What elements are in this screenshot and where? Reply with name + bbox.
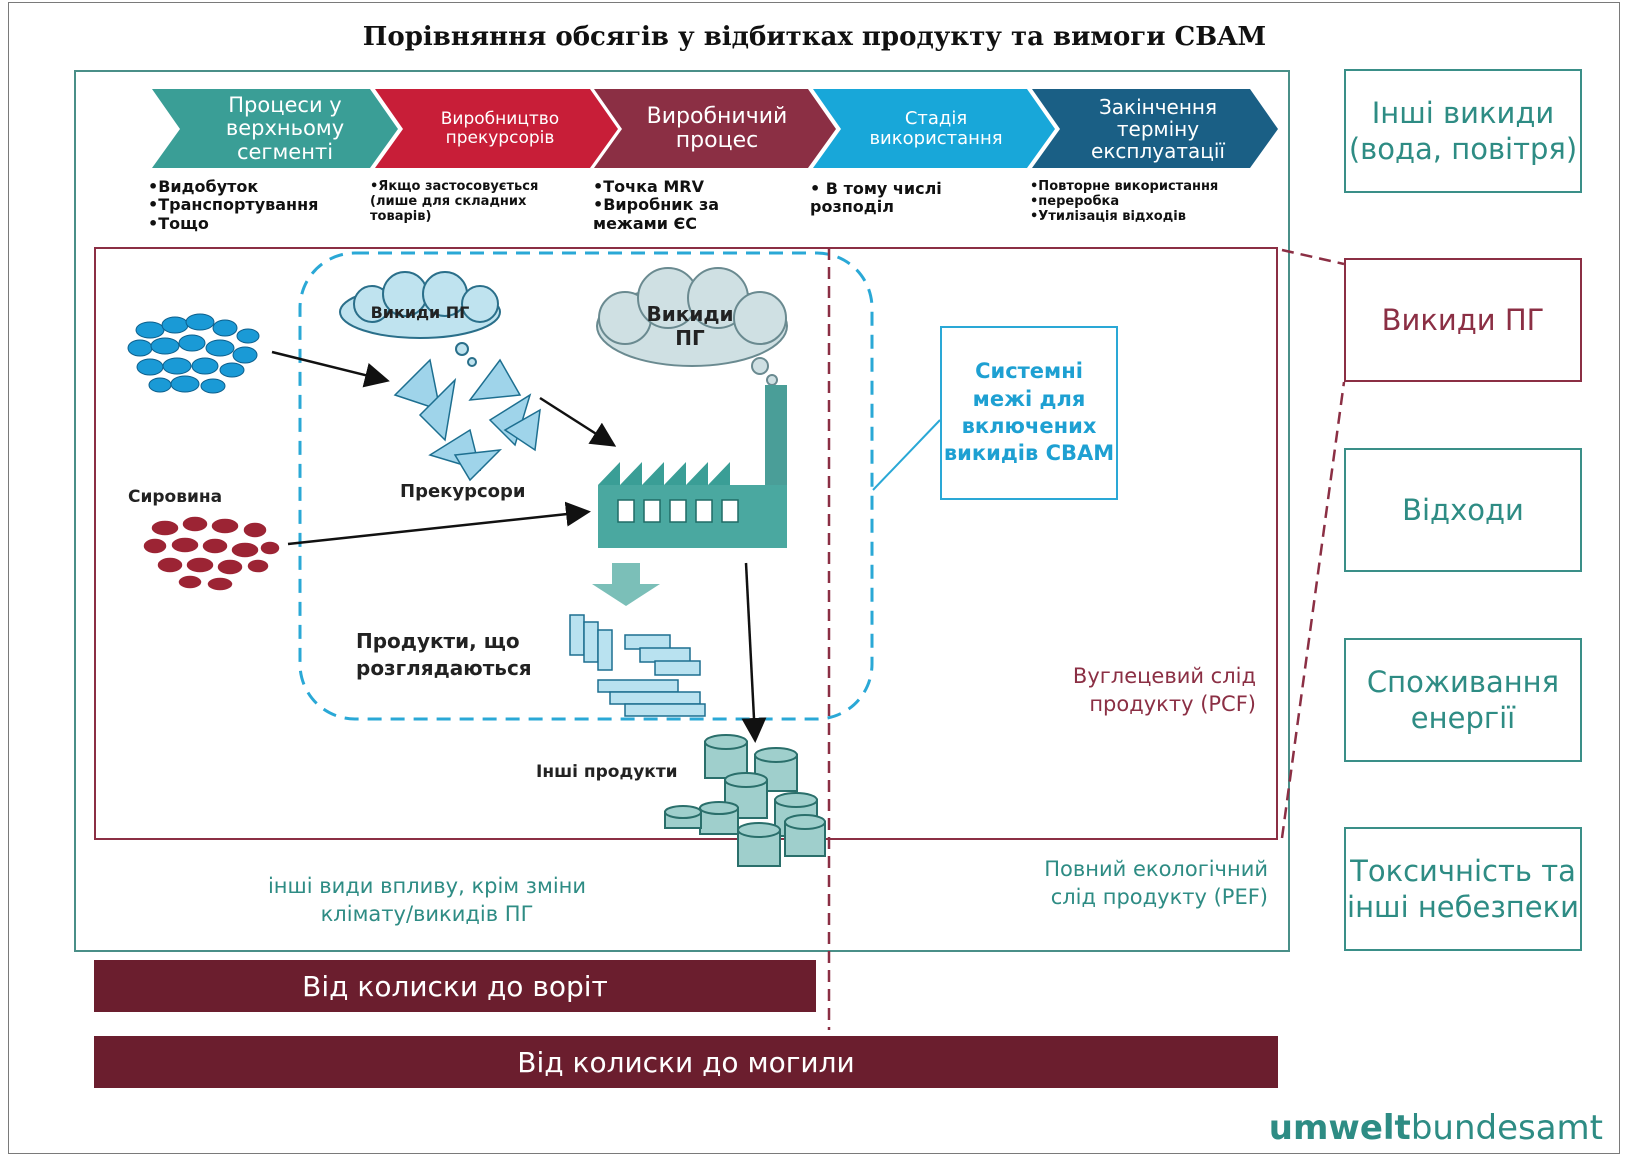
cbam-connector <box>872 419 941 491</box>
stage-bullets-use: • В тому числі розподіл <box>810 179 942 217</box>
arrow-precursor-to-factory <box>539 396 617 447</box>
precursors-label: Прекурсори <box>400 481 526 502</box>
pcf-label: Вуглецевий слід продукту (PCF) <box>1072 664 1256 717</box>
stage-label-production: Виробничий процес <box>646 103 788 153</box>
stage-label-use: Стадія використання <box>869 108 1003 149</box>
pef-label: Повний екологічний слід продукту (PEF) <box>1044 857 1268 910</box>
raw-material-label: Сировина <box>128 487 223 507</box>
products-label: Продукти, що розглядаються <box>356 629 532 680</box>
stage-chevron-5 <box>1032 89 1278 168</box>
ghg-cloud-left <box>339 271 501 367</box>
ghg-connector-top <box>1281 248 1345 266</box>
stage-chevron-3 <box>594 89 836 168</box>
arrow-factory-to-other <box>741 562 767 743</box>
stage-bullets-end-of-life: •Повторне використання •переробка •Утилі… <box>1030 179 1219 224</box>
stage-bullets-upstream: •Видобуток •Транспортування •Тощо <box>148 177 319 233</box>
side-box-other-emissions: Інші викиди (вода, повітря) <box>1344 69 1582 193</box>
blue-raw-material-pile <box>127 313 260 394</box>
cradle-to-grave-bar: Від колиски до могили <box>94 1036 1278 1088</box>
stage-bullets-production: •Точка MRV •Виробник за межами ЄС <box>593 177 720 233</box>
side-box-toxicity: Токсичність та інші небезпеки <box>1344 827 1582 951</box>
cloud-left-label: Викиди ПГ <box>370 303 470 322</box>
pcf-boundary <box>94 247 1278 840</box>
other-impacts-label: інші види впливу, крім зміни клімату/вик… <box>267 874 587 927</box>
diagram-frame <box>8 2 1620 1154</box>
stage-label-end-of-life: Закінчення терміну експлуатації <box>1091 95 1225 163</box>
side-box-waste: Відходи <box>1344 448 1582 572</box>
cloud-right-label: Викиди ПГ <box>646 302 734 350</box>
ghg-cloud-right <box>596 267 788 386</box>
stage-chevron-4 <box>813 89 1055 168</box>
cbam-dashed-boundary <box>298 251 874 721</box>
cradle-to-gate-bar: Від колиски до воріт <box>94 960 816 1012</box>
stage-chevron-2 <box>375 89 618 168</box>
cbam-boundary-box: Системні межі для включених викидів CBAM <box>940 326 1118 500</box>
ghg-connector-bottom <box>1280 381 1346 839</box>
arrow-raw-to-factory <box>287 501 591 546</box>
other-products-cylinders <box>664 734 826 867</box>
side-box-ghg: Викиди ПГ <box>1344 258 1582 382</box>
arrow-raw-to-precursor <box>271 350 390 388</box>
side-box-energy: Споживання енергії <box>1344 638 1582 762</box>
stage-label-precursors: Виробництво прекурсорів <box>440 109 560 148</box>
product-down-arrow <box>592 563 660 606</box>
red-raw-material-pile <box>142 515 281 592</box>
logo-regular: bundesamt <box>1410 1108 1603 1148</box>
diagram-title: Порівняння обсягів у відбитках продукту … <box>362 22 1267 52</box>
other-products-label: Інші продукти <box>536 762 678 782</box>
umweltbundesamt-logo: umweltbundesamt <box>1269 1108 1603 1148</box>
stage-bullets-precursors: •Якщо застосовується (лише для складних … <box>370 179 539 224</box>
products-stack <box>569 614 706 717</box>
factory-icon <box>598 385 787 548</box>
logo-bold: umwelt <box>1268 1108 1411 1148</box>
precursor-shards <box>393 358 541 482</box>
pef-boundary <box>74 70 1290 952</box>
stage-chevron-1 <box>152 89 398 168</box>
stage-label-upstream: Процеси у верхньому сегменті <box>225 93 345 164</box>
